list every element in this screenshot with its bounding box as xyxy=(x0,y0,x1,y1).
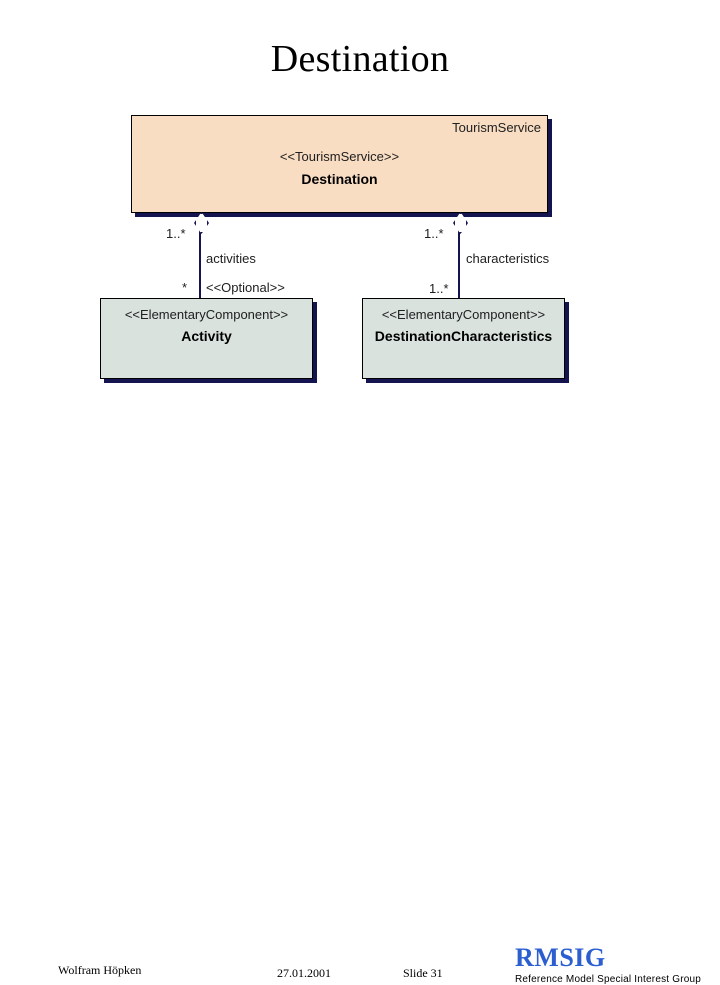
rmsig-logo: RMSIG xyxy=(515,943,606,972)
multiplicity-activity-end: * xyxy=(182,280,188,295)
uml-class-name: Activity xyxy=(181,328,232,344)
aggregation-diamond-icon xyxy=(194,212,209,234)
multiplicity-destination-characteristics: 1..* xyxy=(424,226,444,241)
uml-class-package-label: TourismService xyxy=(452,120,541,135)
association-stereotype-optional: <<Optional>> xyxy=(206,280,285,295)
footer-author: Wolfram Höpken xyxy=(58,963,142,977)
uml-class-name: DestinationCharacteristics xyxy=(374,328,553,344)
multiplicity-characteristics-end: 1..* xyxy=(429,281,449,296)
uml-class-destination-characteristics[interactable]: <<ElementaryComponent>> DestinationChara… xyxy=(362,298,565,379)
uml-class-stereotype: <<TourismService>> xyxy=(279,149,400,164)
slide-footer: Wolfram Höpken 27.01.2001 Slide 31 RMSIG… xyxy=(0,470,720,985)
association-label-activities: activities xyxy=(206,251,256,266)
page-title: Destination xyxy=(270,38,450,80)
uml-class-stereotype: <<ElementaryComponent>> xyxy=(124,307,289,322)
uml-class-diagram: TourismService <<TourismService>> Destin… xyxy=(0,0,720,470)
association-line-characteristics xyxy=(458,228,460,298)
uml-class-activity[interactable]: <<ElementaryComponent>> Activity xyxy=(100,298,313,379)
association-label-characteristics: characteristics xyxy=(466,251,550,266)
uml-class-destination[interactable]: TourismService <<TourismService>> Destin… xyxy=(131,115,548,213)
multiplicity-destination-activities: 1..* xyxy=(166,226,186,241)
association-line-activities xyxy=(199,228,201,298)
uml-class-name: Destination xyxy=(301,171,378,187)
footer-slide-number: Slide 31 xyxy=(403,966,443,980)
footer-date: 27.01.2001 xyxy=(277,966,331,980)
rmsig-logo-tagline: Reference Model Special Interest Group xyxy=(515,974,702,985)
uml-class-stereotype: <<ElementaryComponent>> xyxy=(381,307,546,322)
aggregation-diamond-icon xyxy=(453,212,468,234)
